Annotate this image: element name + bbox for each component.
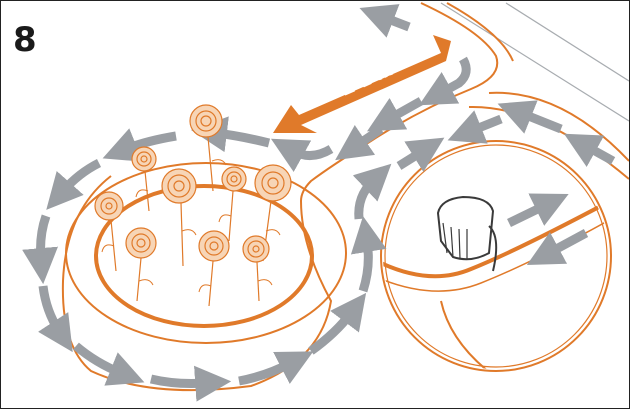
flower-icon xyxy=(125,227,157,302)
lawn-edge-lines xyxy=(440,2,629,122)
flower-icon xyxy=(254,164,292,262)
direction-arrows-icon xyxy=(507,193,589,265)
minimum-distance-indicator: ≥ 1 m xyxy=(273,35,451,133)
flower-icon xyxy=(221,166,247,242)
flower-icon xyxy=(131,146,157,212)
flower-icon xyxy=(94,191,124,272)
charging-station-detail xyxy=(380,140,612,372)
flower-leaves xyxy=(101,159,281,293)
flower-bed xyxy=(94,104,292,307)
flower-icon xyxy=(189,104,223,192)
flower-bed-boundary xyxy=(65,162,347,344)
flower-icon xyxy=(198,230,230,307)
travel-path-arrows xyxy=(22,4,616,402)
charging-station-icon xyxy=(436,195,498,272)
flower-icon xyxy=(242,235,270,302)
flower-icon xyxy=(161,168,197,267)
step-number: 8 xyxy=(13,20,37,60)
